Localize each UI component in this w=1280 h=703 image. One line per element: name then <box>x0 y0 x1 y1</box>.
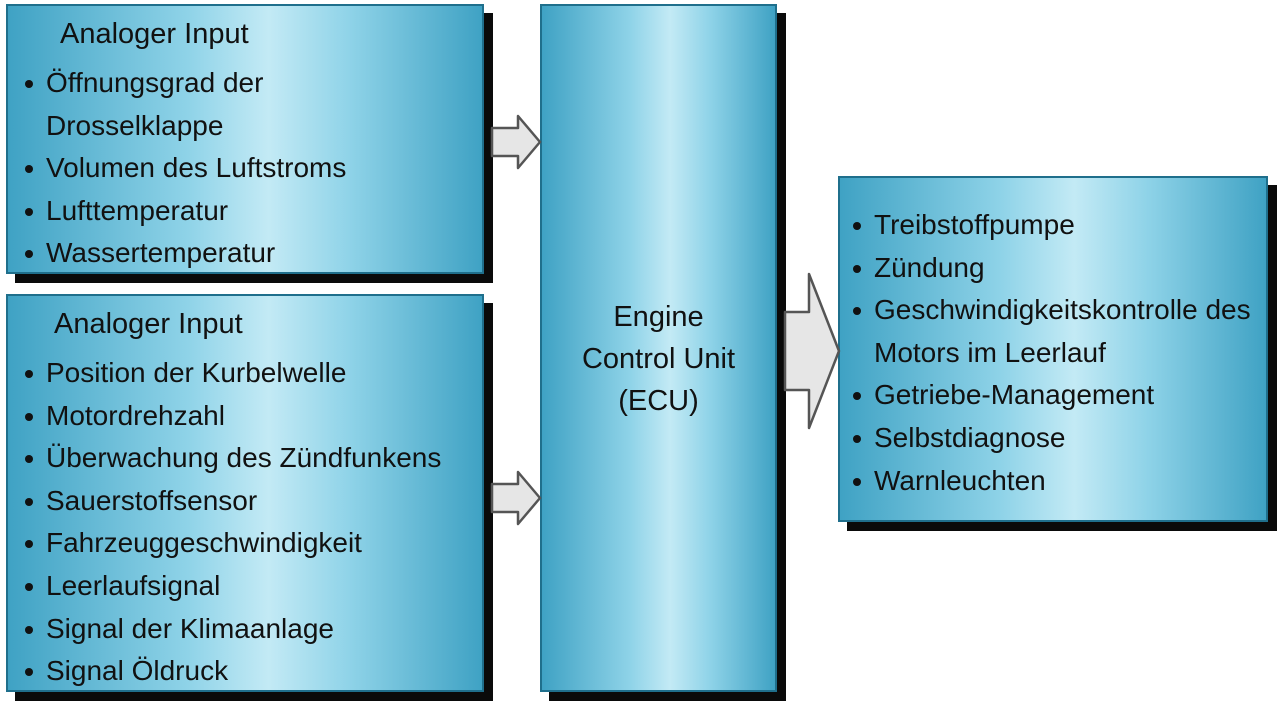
list-item: Überwachung des Zündfunkens <box>22 437 466 480</box>
analog-input-1-title: Analoger Input <box>60 18 249 50</box>
list-item: Öffnungsgrad der Drosselklappe <box>22 62 306 147</box>
list-item: Fahrzeuggeschwindigkeit <box>22 522 466 565</box>
list-item: Zündung <box>850 247 1264 290</box>
arrow-right-icon <box>783 272 841 430</box>
arrow-right-icon <box>490 470 542 526</box>
analog-input-2-title: Analoger Input <box>54 308 243 340</box>
output-box: Treibstoffpumpe Zündung Geschwindigkeits… <box>838 176 1268 522</box>
list-item: Geschwindigkeitskontrolle des Motors im … <box>850 289 1264 374</box>
list-item: Volumen des Luftstroms <box>22 147 466 190</box>
list-item: Signal Öldruck <box>22 650 466 693</box>
list-item: Leerlaufsignal <box>22 565 466 608</box>
list-item: Motordrehzahl <box>22 395 466 438</box>
list-item: Warnleuchten <box>850 460 1264 503</box>
analog-input-2-list: Position der Kurbelwelle Motordrehzahl Ü… <box>22 352 466 693</box>
analog-input-box-1: Analoger Input Öffnungsgrad der Drosselk… <box>6 4 484 274</box>
list-item: Wassertemperatur <box>22 232 466 275</box>
ecu-box: Engine Control Unit (ECU) <box>540 4 777 692</box>
list-item: Signal der Klimaanlage <box>22 608 466 651</box>
analog-input-1-list: Öffnungsgrad der Drosselklappe Volumen d… <box>22 62 466 275</box>
list-item: Lufttemperatur <box>22 190 466 233</box>
analog-input-box-2: Analoger Input Position der Kurbelwelle … <box>6 294 484 692</box>
list-item: Selbstdiagnose <box>850 417 1264 460</box>
list-item: Sauerstoffsensor <box>22 480 466 523</box>
list-item: Treibstoffpumpe <box>850 204 1264 247</box>
list-item: Position der Kurbelwelle <box>22 352 466 395</box>
output-list: Treibstoffpumpe Zündung Geschwindigkeits… <box>850 204 1264 502</box>
list-item: Getriebe-Management <box>850 374 1264 417</box>
ecu-label: Engine Control Unit (ECU) <box>581 301 736 417</box>
arrow-right-icon <box>490 114 542 170</box>
